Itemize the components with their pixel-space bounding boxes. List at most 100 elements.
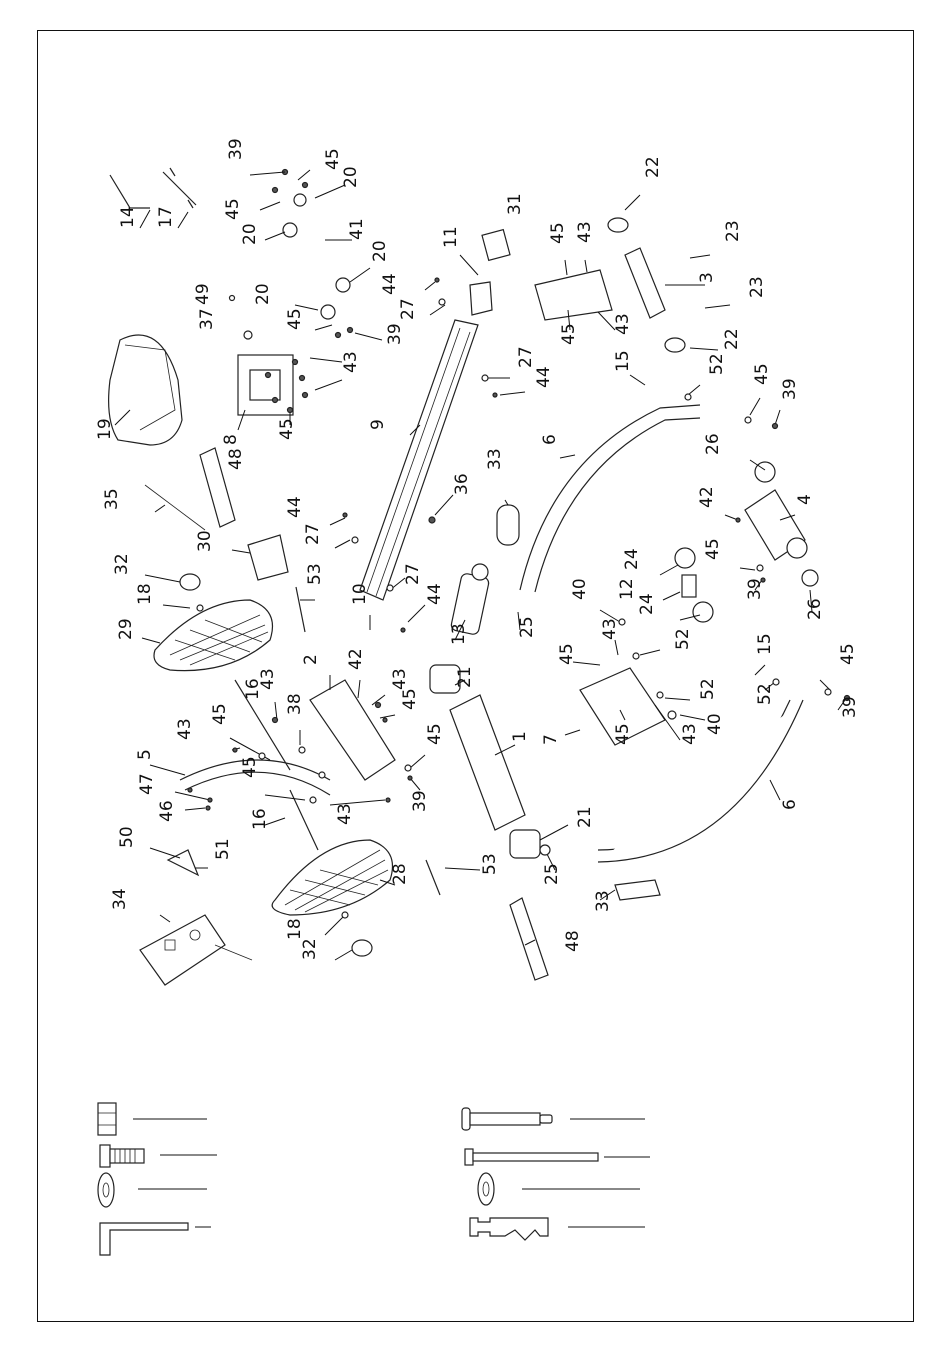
pedal-cap-lower-part [351,939,373,957]
part-label-43: 43 [390,668,410,690]
seat-cushion-part [108,334,183,446]
axle-sleeve-part [681,574,697,598]
pin-lower-part [425,859,441,896]
part-label-10: 10 [350,583,370,605]
allen-key-legend-item [99,1222,211,1256]
part-label-23: 23 [723,220,743,242]
part-label-46: 46 [157,800,177,822]
part-label-11: 11 [441,226,461,248]
part-label-8: 8 [221,434,241,445]
part-label-45: 45 [223,198,243,220]
part-label-43: 43 [680,723,700,745]
part-label-5: 5 [135,749,155,760]
part-label-36: 36 [452,473,472,495]
part-label-7: 7 [541,734,561,745]
diagram-frame [37,30,914,1322]
part-label-14: 14 [118,206,138,228]
part-label-39: 39 [410,790,430,812]
part-label-26: 26 [805,598,825,620]
axle-upper-part [234,679,291,771]
part-label-18: 18 [285,918,305,940]
part-label-25: 25 [542,863,562,885]
part-label-44: 44 [425,583,445,605]
part-label-26: 26 [703,433,723,455]
part-label-44: 44 [285,496,305,518]
part-label-17: 17 [156,206,176,228]
part-label-20: 20 [240,223,260,245]
foam-grip-lower-part [614,879,661,901]
part-label-45: 45 [285,308,305,330]
rail-bracket-part [469,281,493,316]
foot-cap-upper-part [429,664,461,694]
long-bolt-legend-item [464,1148,650,1166]
part-label-49: 49 [193,283,213,305]
part-label-12: 12 [617,578,637,600]
part-label-6: 6 [540,434,560,445]
part-label-6: 6 [780,799,800,810]
part-label-19: 19 [95,418,115,440]
console-computer-part [139,914,253,986]
part-label-38: 38 [285,693,305,715]
part-label-24: 24 [637,593,657,615]
part-label-33: 33 [485,448,505,470]
stopper-block-part [247,534,289,581]
main-rail-part [359,319,479,601]
part-label-39: 39 [840,696,860,718]
part-label-40: 40 [570,578,590,600]
nut-legend-item [97,1102,207,1136]
part-label-48: 48 [563,930,583,952]
part-label-15: 15 [755,633,775,655]
end-cap-bottom-part [664,337,686,353]
part-label-43: 43 [335,803,355,825]
part-label-13: 13 [449,623,469,645]
part-label-27: 27 [303,523,323,545]
part-label-20: 20 [253,283,273,305]
part-label-45: 45 [400,688,420,710]
part-label-25: 25 [517,616,537,638]
pedal-arm-part [309,679,396,781]
part-label-44: 44 [534,366,554,388]
part-label-22: 22 [643,156,663,178]
part-label-30: 30 [195,530,215,552]
part-label-53: 53 [480,853,500,875]
part-label-24: 24 [622,548,642,570]
wrench-legend-item [469,1217,645,1241]
left-pedal-part [153,599,274,672]
part-label-45: 45 [240,756,260,778]
small-fasteners [187,277,851,919]
bearing-lower-part [692,601,714,623]
part-label-52: 52 [755,683,775,705]
part-label-9: 9 [368,419,388,430]
crank-arm-part [179,759,331,781]
axle-lower-part [289,789,319,851]
part-label-52: 52 [673,628,693,650]
part-label-2: 2 [301,654,321,665]
part-label-21: 21 [575,806,595,828]
washer-legend-item [97,1172,207,1208]
part-label-23: 23 [747,276,767,298]
bolt-legend-item [99,1144,217,1168]
part-label-51: 51 [213,838,233,860]
fastener-cluster-top [271,168,354,339]
part-label-15: 15 [613,350,633,372]
foot-cap-lower-part [509,829,541,859]
part-label-29: 29 [116,618,136,640]
part-label-43: 43 [575,221,595,243]
label-sticker-lower-part [509,897,549,981]
part-label-28: 28 [390,863,410,885]
part-label-39: 39 [780,378,800,400]
part-label-43: 43 [175,718,195,740]
part-label-53: 53 [305,563,325,585]
part-label-21: 21 [455,666,475,688]
part-label-39: 39 [745,578,765,600]
part-label-45: 45 [557,643,577,665]
hardware-legend [97,1102,650,1256]
part-label-45: 45 [559,323,579,345]
part-label-45: 45 [752,363,772,385]
part-label-45: 45 [210,703,230,725]
part-label-3: 3 [697,272,717,283]
seat-bracket-part [237,354,294,416]
part-label-52: 52 [698,678,718,700]
part-label-22: 22 [722,328,742,350]
part-label-43: 43 [258,668,278,690]
